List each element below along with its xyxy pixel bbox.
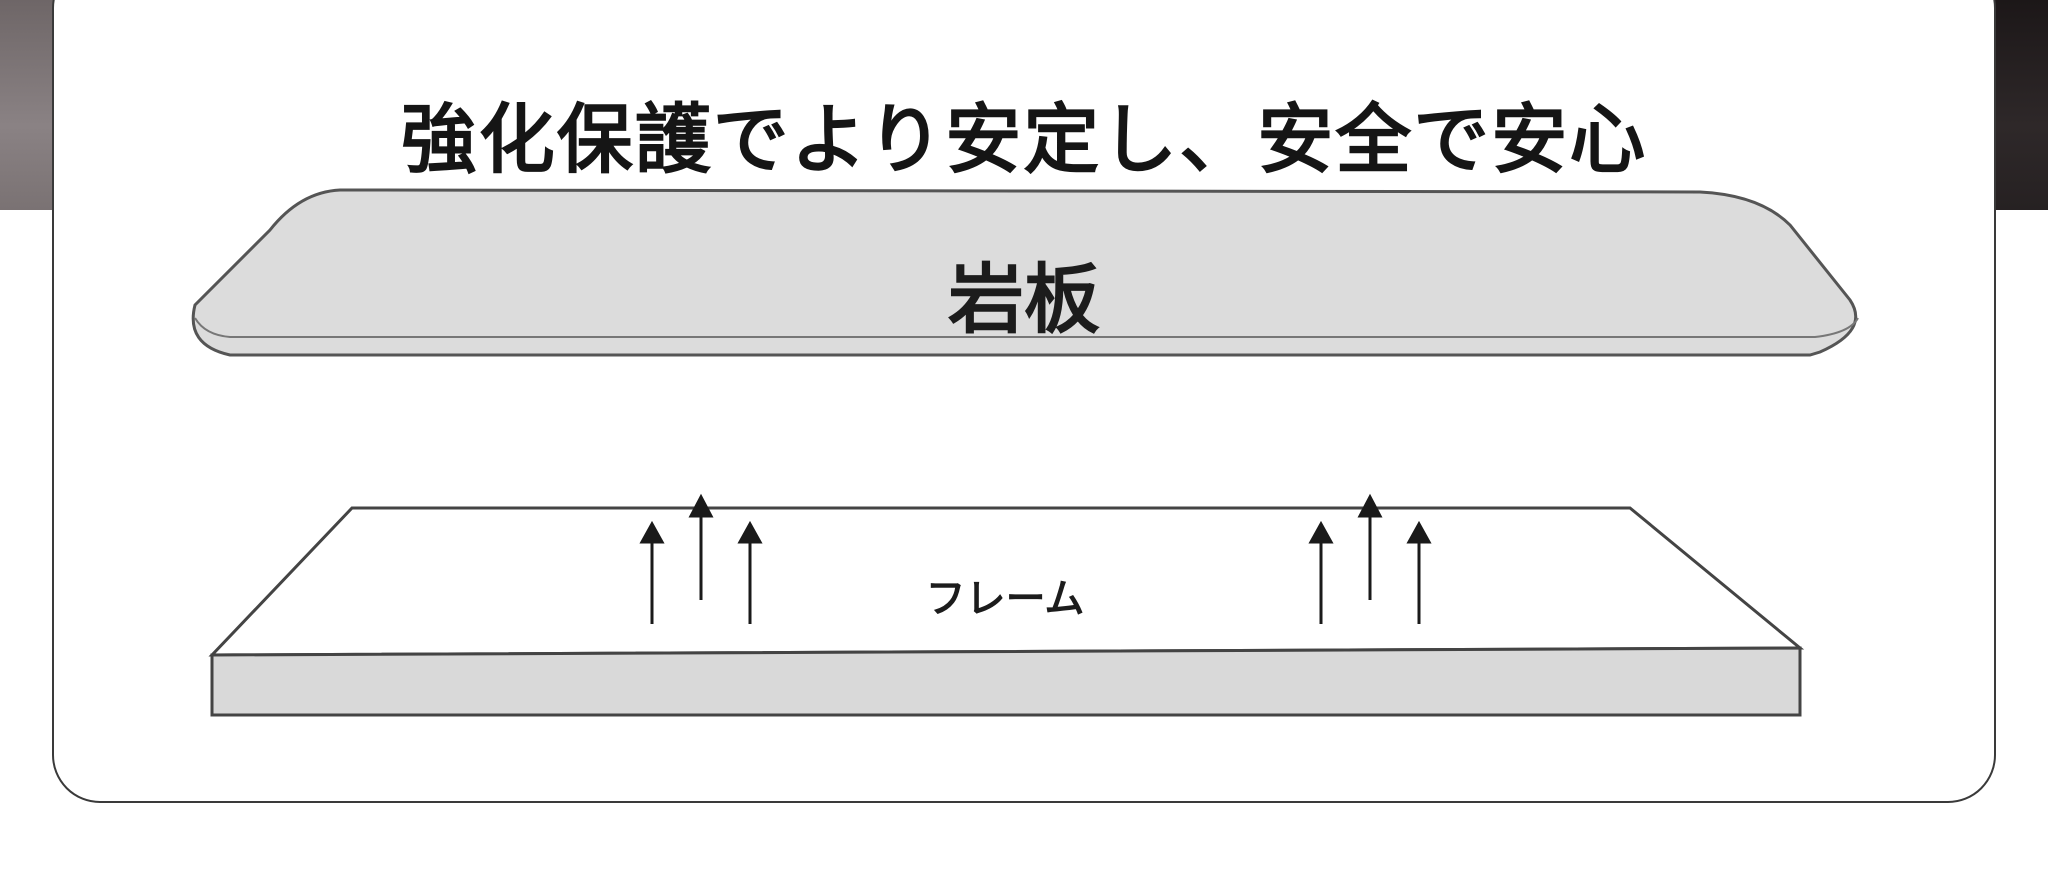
frame-label: フレーム bbox=[925, 576, 1085, 622]
frame-front-face bbox=[210, 646, 1802, 717]
support-arrows-right bbox=[1308, 493, 1432, 624]
stone-slab bbox=[191, 188, 1858, 357]
stone-slab-label: 岩板 bbox=[948, 255, 1100, 344]
support-arrows-left bbox=[639, 493, 763, 624]
headline: 強化保護でより安定し、安全で安心 bbox=[400, 95, 1648, 184]
stone-slab-edge bbox=[194, 317, 1859, 338]
